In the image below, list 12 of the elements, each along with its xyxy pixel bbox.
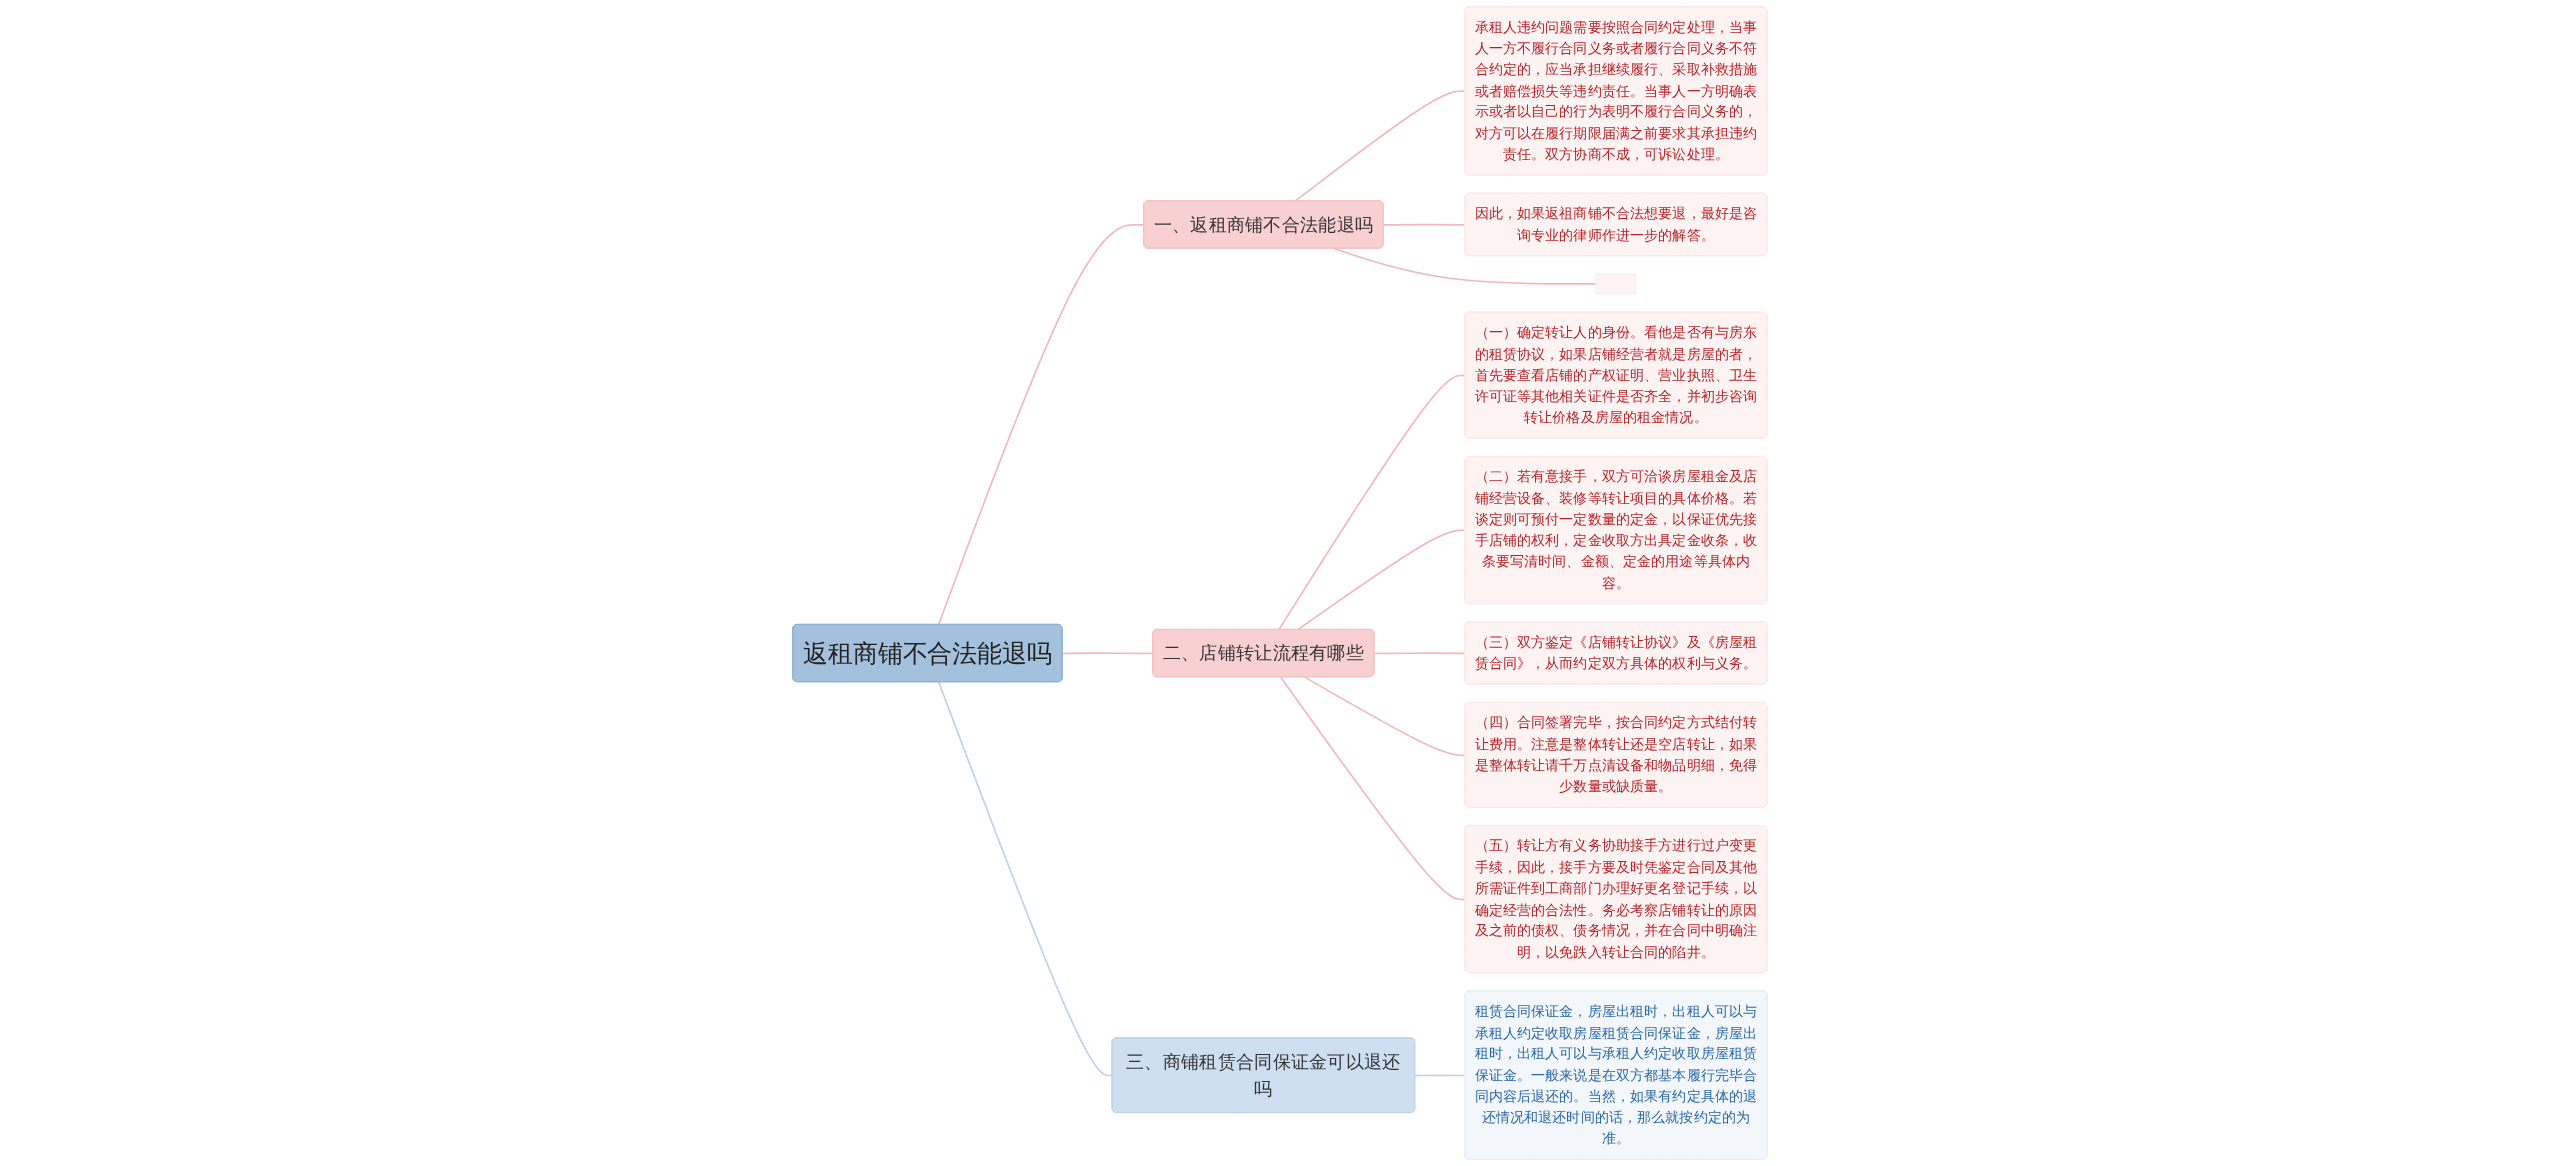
connector: [1373, 652, 1466, 655]
connector: [937, 681, 1114, 1077]
connector: [1333, 247, 1597, 285]
connector: [1294, 90, 1466, 202]
connector: [1279, 676, 1466, 901]
connector: [1414, 1074, 1466, 1077]
connector: [937, 224, 1145, 626]
connector: [1278, 374, 1466, 631]
connector: [1296, 529, 1466, 631]
connector: [1303, 676, 1466, 757]
connector: [1382, 223, 1466, 226]
node-box: [1595, 273, 1637, 295]
